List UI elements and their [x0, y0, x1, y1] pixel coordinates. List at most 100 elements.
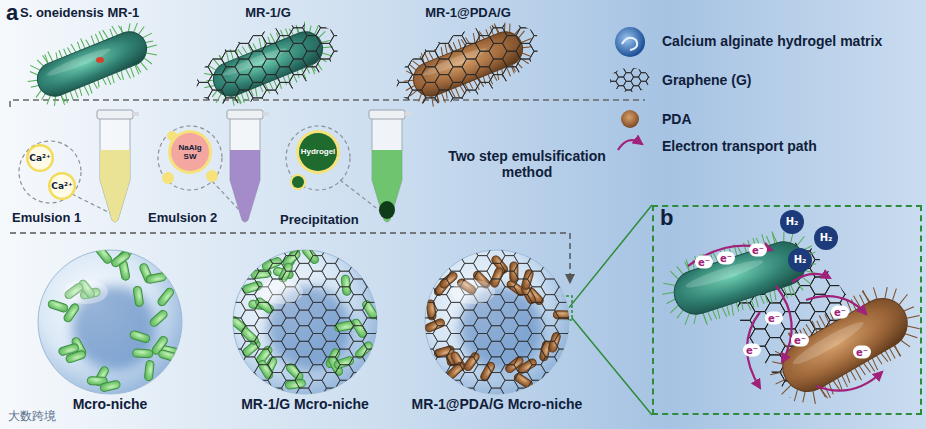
- bacterium-cell: [764, 293, 767, 302]
- bacterium-cell: [845, 373, 852, 383]
- bacterium-cell: [274, 80, 277, 88]
- microniche-node: MR-1/G Mcro-niche: [233, 250, 377, 394]
- bead-surface: [214, 217, 408, 428]
- bacterium-cell: [51, 96, 59, 106]
- emulsion-enclosures: [19, 126, 384, 214]
- bacterium-cell: [791, 284, 796, 295]
- zoom-panel: b: [652, 205, 922, 415]
- bacterium-cell: [751, 298, 754, 308]
- bacterium-cell: [506, 67, 510, 77]
- microniche-bead: [38, 244, 182, 394]
- bacterium-cell: [70, 307, 78, 318]
- text-label: Hydrogel: [301, 147, 336, 156]
- hydrogel-droplet: [299, 133, 337, 171]
- node-caption: Mcro-niche: [73, 396, 148, 412]
- bacterium-cell: [888, 289, 900, 301]
- bacterium-cell: [144, 265, 151, 277]
- bacterium-cell: [774, 289, 917, 400]
- bacterium-cell: [819, 316, 826, 328]
- microniche-bead: [214, 217, 408, 428]
- bacterium-cell: [446, 361, 466, 380]
- hydrogel-droplet: [290, 130, 340, 190]
- bacterium-cell: [65, 350, 87, 364]
- bacterium-cell: [100, 380, 121, 392]
- bacterium-cell: [89, 378, 101, 380]
- bacterium-cell: [463, 351, 481, 372]
- bacterium-cell: [862, 290, 869, 302]
- bacterium-cell: [37, 59, 43, 68]
- bacterium-cell: [110, 29, 114, 37]
- bacterium-cell: [129, 330, 150, 344]
- electron-label: e⁻: [717, 252, 735, 265]
- bacterium-cell: [441, 93, 445, 103]
- legend-item: Calcium alginate hydrogel matrix: [662, 33, 882, 49]
- bacterium-cell: [149, 363, 152, 375]
- bacterium-cell: [420, 96, 428, 104]
- bacterium-cell: [145, 40, 153, 44]
- bacterium-cell: [809, 391, 819, 404]
- bacterium-cell: [797, 281, 803, 292]
- electron-label: e⁻: [791, 334, 809, 347]
- text-label: Emulsion 2: [148, 211, 217, 226]
- bacterium-cell: [146, 272, 167, 284]
- hydrogel-droplet: [290, 174, 306, 190]
- bacterium-cell: [71, 43, 76, 52]
- bacterium-cell: [768, 292, 773, 304]
- centrifuge-tube: [379, 201, 395, 219]
- bacterium-cell: [100, 380, 121, 392]
- bacterium-cell: [132, 332, 144, 337]
- centrifuge-tube: [97, 110, 133, 119]
- bacterium-cell: [443, 43, 449, 54]
- centrifuge-tube: [369, 110, 411, 222]
- bacterium-cell: [65, 350, 87, 364]
- bacterium-cell: [521, 38, 531, 42]
- bacterium-cell: [907, 321, 920, 333]
- bacterium-cell: [99, 247, 108, 258]
- bead-surface: [406, 217, 600, 428]
- bacterium-cell: [161, 351, 173, 356]
- bacterium-cell: [158, 349, 179, 362]
- bacterium-cell: [225, 52, 230, 61]
- generated-art: [20, 0, 926, 429]
- bead-surface: [214, 217, 408, 428]
- legend-text: Graphene (G): [662, 72, 751, 88]
- centrifuge-tube: [372, 118, 402, 222]
- bacterium-cell: [44, 96, 52, 105]
- microniche-node: MR-1@PDA/G Mcro-niche: [425, 250, 569, 394]
- bacterium-cell: [93, 81, 97, 89]
- bacterium-cell: [500, 69, 505, 77]
- calcium-ion: [26, 144, 54, 172]
- bacterium-cell: [662, 290, 674, 296]
- bead-surface: [47, 244, 179, 392]
- centrifuge-tube: [97, 110, 139, 222]
- bacterium-cell: [88, 84, 92, 94]
- bacterium-cell: [133, 286, 144, 307]
- bacterium-cell: [666, 299, 676, 304]
- bacterium-cell: [366, 302, 374, 313]
- bacterium-cell: [30, 63, 40, 73]
- legend-item: PDA: [662, 111, 692, 127]
- calcium-ion: [48, 172, 76, 200]
- emulsion-enclosures: [158, 126, 222, 190]
- bacterium-cell: [156, 287, 175, 308]
- microniche-bead: [38, 250, 182, 394]
- bacterium-cell: [772, 231, 777, 243]
- legend-icons: [622, 38, 637, 50]
- text-label: MR-1/G: [245, 6, 291, 21]
- bacterium-cell: [306, 247, 316, 257]
- bacterium-cell: [144, 360, 154, 381]
- bacterium-cell: [77, 42, 81, 51]
- bacterium-cell: [905, 329, 917, 342]
- bacterium-cell: [836, 378, 844, 389]
- bacterium-cell: [295, 25, 299, 34]
- bacterium-cell: [30, 69, 38, 77]
- text-label: Two step emulsification method: [440, 148, 615, 180]
- hydrogel-droplet: [292, 176, 304, 188]
- bacterium-cell: [229, 49, 234, 60]
- bacterium-cell: [859, 295, 865, 305]
- alginate-droplet: [162, 172, 174, 184]
- electron-label: e⁻: [831, 306, 849, 319]
- bacterium-cell: [455, 87, 459, 97]
- zoom-line: [569, 205, 652, 308]
- bacterium-cell: [691, 314, 699, 324]
